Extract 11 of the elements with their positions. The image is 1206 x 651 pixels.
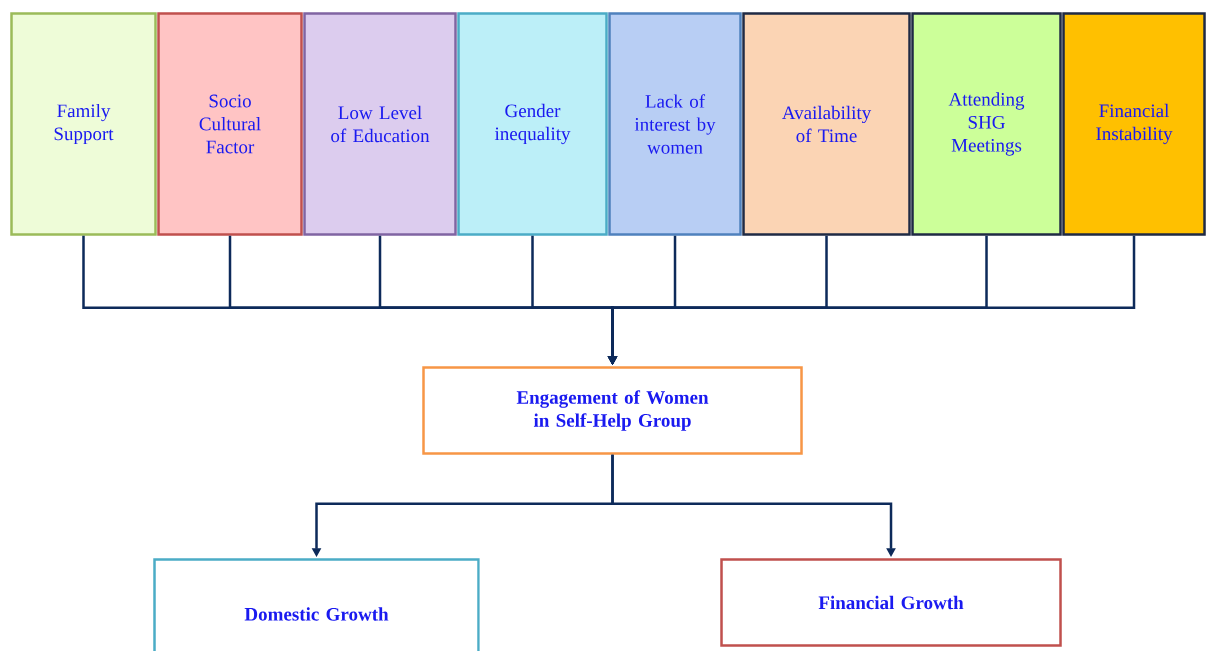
factor-box: Socio Cultural Factor <box>157 12 303 236</box>
factor-box: Financial Instability <box>1062 12 1206 236</box>
factor-box: Attending SHG Meetings <box>911 12 1062 236</box>
factor-box: Lack of interest by women <box>608 12 742 236</box>
factor-box: Gender inequality <box>457 12 608 236</box>
outcome-box: Financial Growth <box>720 558 1062 647</box>
process-box: Engagement of Women in Self-Help Group <box>422 366 803 455</box>
outcome-box: Domestic Growth <box>153 558 480 651</box>
factor-box: Availability of Time <box>742 12 911 236</box>
factor-box: Family Support <box>10 12 157 236</box>
factor-box: Low Level of Education <box>303 12 457 236</box>
